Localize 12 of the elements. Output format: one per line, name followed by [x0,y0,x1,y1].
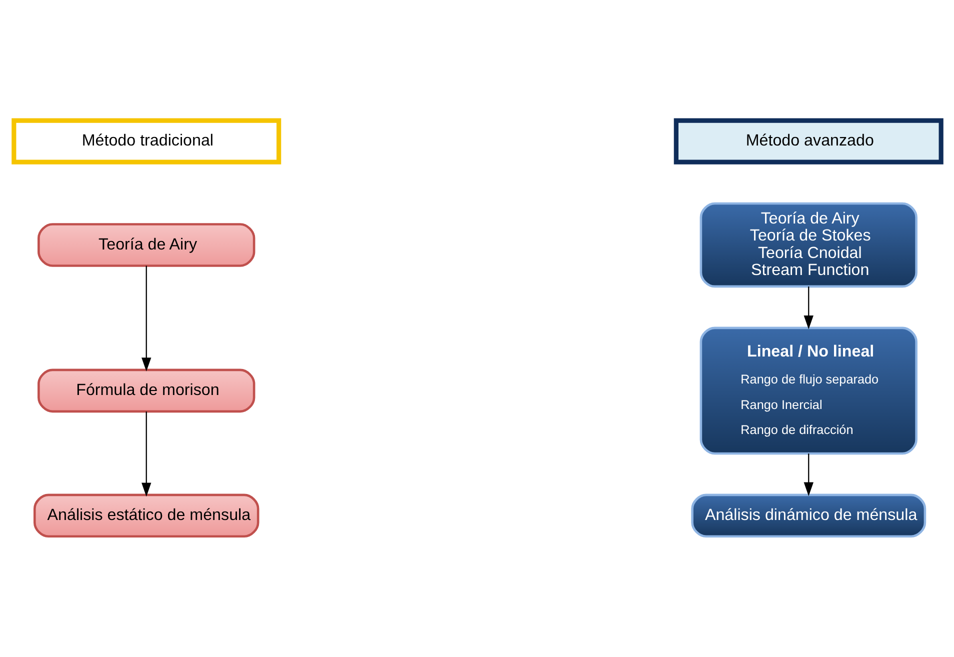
arrow [803,454,813,496]
node-box: Método tradicional [11,118,281,164]
node-box: Análisis dinámico de ménsula [690,494,926,538]
node-box: Lineal / No lineal Rango de flujo separado Rango Inercial Rango de difracción [699,326,917,455]
arrow [141,266,151,372]
node-box: Análisis estático de ménsula [33,494,259,538]
arrow [803,286,813,330]
node-box: Fórmula de morison [37,368,255,413]
node-box: Método avanzado [673,118,943,164]
arrow [141,412,151,497]
node-box: Teoría de Airy Teoría de Stokes Teoría Cnoidal Stream Function [699,202,917,288]
node-box: Teoría de Airy [37,223,255,267]
